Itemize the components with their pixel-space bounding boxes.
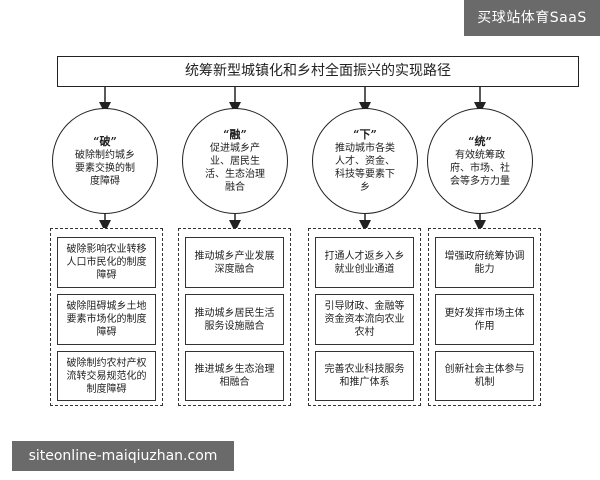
pillar-head: “融” bbox=[223, 128, 247, 141]
bottom-watermark: siteonline-maiqiuzhan.com bbox=[12, 441, 234, 471]
measures-column-xia: 打通人才返乡入乡就业创业通道 引导财政、金融等资金资本流向农业农村 完善农业科技… bbox=[308, 228, 421, 406]
measure-box: 推进城乡生态治理相融合 bbox=[185, 351, 284, 401]
measures-column-rong: 推动城乡产业发展深度融合 推动城乡居民生活服务设施融合 推进城乡生态治理相融合 bbox=[178, 228, 291, 406]
pillar-circle-po: “破” 破除制约城乡要素交换的制度障碍 bbox=[52, 108, 158, 214]
measure-box: 打通人才返乡入乡就业创业通道 bbox=[315, 237, 414, 288]
pillar-head: “破” bbox=[93, 134, 117, 148]
pillar-head: “下” bbox=[353, 128, 377, 141]
measure-box: 推动城乡产业发展深度融合 bbox=[185, 237, 284, 288]
measure-box: 推动城乡居民生活服务设施融合 bbox=[185, 294, 284, 345]
measures-column-po: 破除影响农业转移人口市民化的制度障碍 破除阻碍城乡土地要素市场化的制度障碍 破除… bbox=[50, 228, 163, 406]
pillar-circle-tong: “统” 有效统筹政府、市场、社会等多方力量 bbox=[427, 108, 533, 214]
pillar-desc: 有效统筹政府、市场、社会等多方力量 bbox=[450, 149, 510, 187]
measure-box: 破除影响农业转移人口市民化的制度障碍 bbox=[57, 237, 156, 288]
diagram-title: 统筹新型城镇化和乡村全面振兴的实现路径 bbox=[57, 56, 579, 87]
pillar-desc: 促进城乡产业、居民生活、生态治理融合 bbox=[205, 143, 265, 193]
pillar-circle-xia: “下” 推动城市各类人才、资金、科技等要素下乡 bbox=[312, 108, 418, 214]
measure-box: 增强政府统筹协调能力 bbox=[435, 237, 534, 288]
pillar-circle-rong: “融” 促进城乡产业、居民生活、生态治理融合 bbox=[182, 108, 288, 214]
measure-box: 更好发挥市场主体作用 bbox=[435, 294, 534, 345]
measure-box: 引导财政、金融等资金资本流向农业农村 bbox=[315, 294, 414, 345]
pillar-desc: 推动城市各类人才、资金、科技等要素下乡 bbox=[335, 143, 395, 193]
measure-box: 创新社会主体参与机制 bbox=[435, 351, 534, 401]
pillar-head: “统” bbox=[468, 134, 492, 148]
pillar-desc: 破除制约城乡要素交换的制度障碍 bbox=[75, 149, 135, 187]
measures-column-tong: 增强政府统筹协调能力 更好发挥市场主体作用 创新社会主体参与机制 bbox=[428, 228, 541, 406]
measure-box: 破除制约农村产权流转交易规范化的制度障碍 bbox=[57, 351, 156, 401]
measure-box: 破除阻碍城乡土地要素市场化的制度障碍 bbox=[57, 294, 156, 345]
measure-box: 完善农业科技服务和推广体系 bbox=[315, 351, 414, 401]
top-right-badge: 买球站体育SaaS bbox=[464, 0, 600, 36]
